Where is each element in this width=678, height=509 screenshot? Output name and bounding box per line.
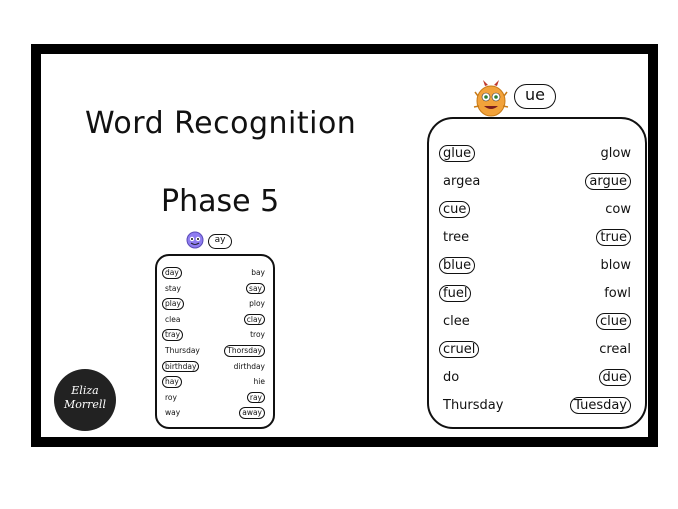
orange-monster-icon	[473, 80, 509, 117]
word-left: stay	[165, 283, 181, 293]
word-left: birthday	[162, 360, 200, 373]
word-card-ue: glue glow argea argue cue cow tree true blue blow…	[427, 117, 647, 429]
word-right: troy	[250, 330, 265, 340]
word-right: clay	[243, 313, 265, 326]
word-right: Thorsday	[224, 345, 265, 357]
word-right: blow	[600, 258, 631, 273]
word-right: hie	[253, 377, 265, 387]
word-left: blue	[439, 257, 476, 274]
word-left: do	[443, 370, 460, 385]
word-right: fowl	[604, 286, 631, 301]
word-right: dirthday	[233, 361, 265, 371]
word-left: hay	[162, 376, 182, 388]
word-left: tray	[162, 329, 184, 341]
word-right: cow	[605, 202, 631, 217]
word-right: creal	[599, 342, 631, 357]
word-right: away	[239, 407, 265, 419]
word-left: clee	[443, 314, 470, 329]
word-left: Thursday	[443, 398, 504, 413]
sound-bubble-ue: ue	[514, 84, 556, 109]
word-left: fuel	[439, 285, 472, 302]
word-left: argea	[443, 174, 481, 189]
word-right: say	[246, 282, 265, 295]
word-right: true	[596, 229, 631, 246]
logo-line-2: Morrell	[64, 397, 106, 411]
word-left: roy	[165, 392, 177, 402]
word-right: Tuesday	[570, 397, 631, 414]
word-left: Thursday	[165, 346, 200, 355]
word-right: argue	[585, 173, 631, 190]
word-right: bay	[251, 268, 265, 277]
word-right: clue	[596, 313, 631, 330]
page-subtitle: Phase 5	[161, 184, 280, 219]
purple-monster-icon	[186, 231, 204, 249]
word-left: day	[162, 267, 182, 279]
word-left: tree	[443, 230, 470, 245]
word-right: ploy	[249, 299, 265, 309]
word-right: due	[598, 369, 631, 386]
word-left: way	[165, 408, 181, 418]
slide-frame: Word Recognition Phase 5 ay day bay stay sa…	[31, 44, 658, 447]
sound-bubble-ay: ay	[208, 234, 232, 249]
word-right: ray	[246, 391, 265, 404]
word-left: cruel	[439, 341, 480, 358]
logo-line-1: Eliza	[71, 384, 99, 397]
word-left: play	[162, 298, 184, 310]
word-left: cue	[439, 201, 471, 218]
word-left: glue	[439, 145, 476, 162]
page-title: Word Recognition	[85, 106, 357, 141]
eliza-morrell-logo: Eliza Morrell	[54, 369, 116, 431]
slide: Word Recognition Phase 5 ay day bay stay sa…	[41, 54, 648, 437]
word-left: clea	[165, 314, 181, 324]
word-right: glow	[600, 146, 631, 161]
